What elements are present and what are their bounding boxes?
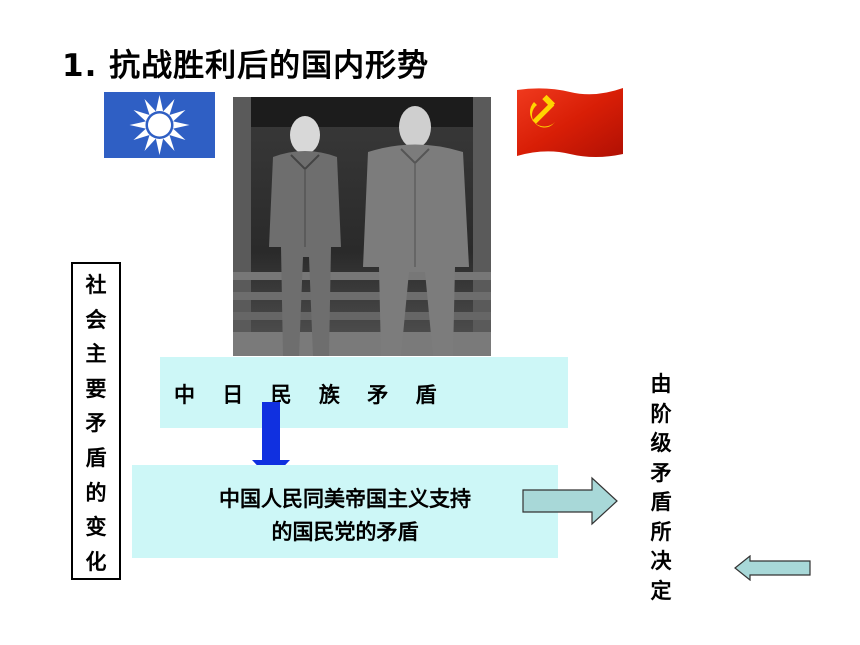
right-label-char: 由 [650, 372, 672, 396]
box1-text: 中 日 民 族 矛 盾 [174, 383, 447, 407]
side-label-char: 盾 [85, 445, 107, 470]
right-arrow-icon [522, 476, 618, 526]
people-vs-kmt-contradiction-box: 中国人民同美帝国主义支持 的国民党的矛盾 [132, 465, 558, 558]
right-label-char: 盾 [650, 490, 672, 514]
sino-japanese-contradiction-box: 中 日 民 族 矛 盾 [160, 357, 568, 428]
right-label-char: 决 [650, 549, 672, 573]
left-arrow-icon [734, 554, 812, 582]
right-label-char: 矛 [650, 460, 672, 485]
right-vertical-text: 由阶级矛盾所决定 [646, 370, 676, 606]
side-label-char: 化 [85, 549, 107, 574]
side-label-char: 主 [85, 342, 107, 367]
right-label-char: 阶 [650, 401, 672, 426]
side-label-char: 的 [85, 480, 107, 505]
side-label-box: 社会主要矛盾的变化 [71, 262, 121, 580]
box2-line2: 的国民党的矛盾 [271, 520, 419, 544]
historical-photo [233, 97, 491, 356]
right-label-char: 定 [650, 578, 672, 603]
box2-line1: 中国人民同美帝国主义支持 [219, 487, 471, 511]
right-label-char: 级 [650, 431, 672, 455]
side-label-char: 社 [85, 273, 107, 297]
kmt-emblem-icon [104, 92, 215, 158]
side-label-text: 社会主要矛盾的变化 [73, 268, 119, 579]
side-label-char: 要 [85, 376, 107, 401]
right-label-char: 所 [650, 519, 672, 544]
side-label-char: 变 [85, 515, 107, 540]
side-label-char: 会 [85, 307, 107, 332]
page-title: 1. 抗战胜利后的国内形势 [62, 48, 430, 84]
side-label-char: 矛 [85, 411, 107, 436]
ccp-flag-icon [515, 84, 625, 161]
